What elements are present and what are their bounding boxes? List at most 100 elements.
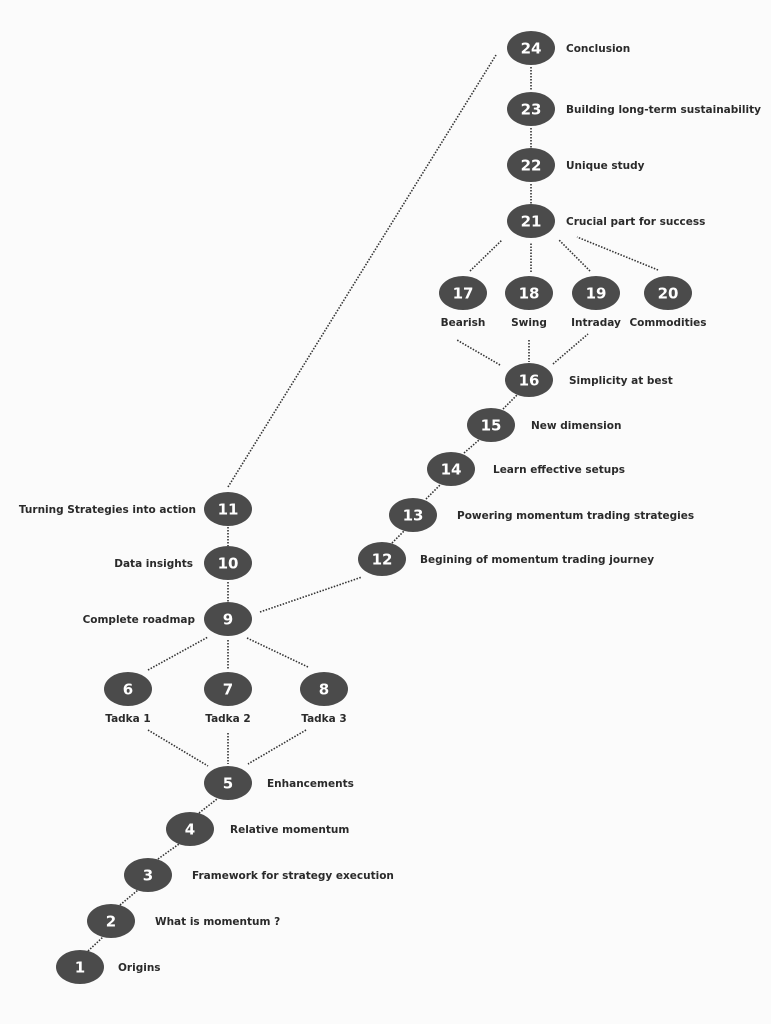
node-badge [104, 672, 152, 706]
node-label: Crucial part for success [566, 216, 705, 228]
connector-3-4 [157, 843, 180, 860]
node-23: 23 Building long-term sustainability [507, 92, 761, 126]
connector-13-14 [425, 484, 441, 500]
node-3: 3 Framework for strategy execution [124, 858, 394, 892]
node-label: Enhancements [267, 778, 354, 790]
node-badge [56, 950, 104, 984]
node-label: Relative momentum [230, 824, 349, 836]
node-number: 19 [586, 285, 607, 303]
node-label: Framework for strategy execution [192, 870, 394, 882]
connectors [87, 54, 659, 952]
connector-5-8 [247, 729, 307, 765]
node-label: Swing [511, 317, 547, 329]
node-badge [389, 498, 437, 532]
node-number: 5 [223, 775, 233, 793]
node-badge [644, 276, 692, 310]
node-badge [204, 546, 252, 580]
node-badge [166, 812, 214, 846]
connector-6-9 [147, 636, 209, 671]
connector-5-6 [147, 729, 209, 767]
node-label: Intraday [571, 317, 621, 329]
node-badge [204, 492, 252, 526]
node-label: Tadka 2 [205, 713, 250, 725]
node-14: 14 Learn effective setups [427, 452, 625, 486]
node-badge [439, 276, 487, 310]
node-number: 22 [521, 157, 542, 175]
node-label: Tadka 3 [301, 713, 346, 725]
node-22: 22 Unique study [507, 148, 645, 182]
node-badge [505, 363, 553, 397]
connector-2-3 [119, 889, 139, 906]
node-label: Bearish [441, 317, 486, 329]
node-number: 8 [319, 681, 329, 699]
node-badge [87, 904, 135, 938]
connector-12-13 [391, 530, 405, 544]
node-label: Begining of momentum trading journey [420, 554, 654, 566]
node-label: Data insights [114, 558, 193, 570]
connector-14-15 [463, 439, 480, 454]
node-9: 9 Complete roadmap [83, 602, 252, 636]
node-label: Complete roadmap [83, 614, 196, 626]
connector-1-2 [87, 936, 104, 952]
node-label: Unique study [566, 160, 645, 172]
node-label: Conclusion [566, 43, 630, 55]
node-badge [358, 542, 406, 576]
node-badge [507, 204, 555, 238]
connector-11-24 [227, 54, 497, 488]
node-number: 3 [143, 867, 153, 885]
node-badge [204, 602, 252, 636]
node-label: Building long-term sustainability [566, 104, 761, 116]
node-13: 13 Powering momentum trading strategies [389, 498, 694, 532]
connector-8-9 [246, 637, 309, 668]
connector-4-5 [198, 798, 218, 814]
node-label: Turning Strategies into action [19, 504, 196, 516]
node-number: 23 [521, 101, 542, 119]
node-number: 1 [75, 959, 85, 977]
node-number: 14 [441, 461, 462, 479]
node-label: Tadka 1 [105, 713, 150, 725]
connector-20-21 [576, 236, 659, 271]
connector-17-21 [469, 239, 503, 272]
node-10: 10 Data insights [114, 546, 252, 580]
node-number: 20 [658, 285, 679, 303]
node-badge [507, 148, 555, 182]
node-label: Powering momentum trading strategies [457, 510, 694, 522]
node-number: 15 [481, 417, 502, 435]
node-badge [507, 31, 555, 65]
node-badge [467, 408, 515, 442]
node-21: 21 Crucial part for success [507, 204, 705, 238]
node-number: 7 [223, 681, 233, 699]
node-label: Learn effective setups [493, 464, 625, 476]
connector-15-16 [502, 394, 518, 410]
node-number: 10 [218, 555, 239, 573]
node-number: 6 [123, 681, 133, 699]
connector-19-21 [558, 239, 591, 272]
node-5: 5 Enhancements [204, 766, 354, 800]
node-number: 2 [106, 913, 116, 931]
node-badge [204, 672, 252, 706]
connector-16-17 [456, 339, 501, 366]
node-number: 9 [223, 611, 233, 629]
node-badge [507, 92, 555, 126]
node-number: 21 [521, 213, 542, 231]
node-number: 13 [403, 507, 424, 525]
node-number: 18 [519, 285, 540, 303]
node-number: 16 [519, 372, 540, 390]
